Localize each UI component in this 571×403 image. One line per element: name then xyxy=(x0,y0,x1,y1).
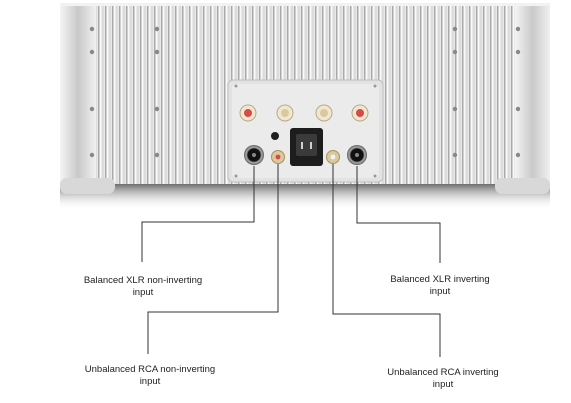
rca-connector-icon xyxy=(326,150,340,164)
callout-label-line: input xyxy=(429,286,451,297)
callout-label-line: Balanced XLR inverting xyxy=(390,274,490,285)
power-inlet-icon xyxy=(290,128,323,166)
xlr-connector-icon xyxy=(347,145,367,165)
speaker-terminal-icon xyxy=(239,104,257,122)
callout-line-xlr-inv xyxy=(356,166,441,263)
speaker-terminal-icon xyxy=(276,104,294,122)
xlr-connector-icon xyxy=(244,145,264,165)
connector-panel xyxy=(227,79,384,183)
callout-line-rca-inv xyxy=(332,164,441,357)
callout-label-line: Balanced XLR non-inverting xyxy=(83,275,203,286)
speaker-terminal-icon xyxy=(351,104,369,122)
callout-label-line: input xyxy=(432,379,454,390)
chassis-shadow xyxy=(60,184,550,210)
right-pillar xyxy=(515,6,550,188)
callout-label-line: input xyxy=(139,376,161,387)
chassis-screws xyxy=(89,26,521,158)
callout-label-xlr-noninv: Balanced XLR non-inverting input xyxy=(58,275,228,299)
left-foot xyxy=(60,178,115,194)
callout-label-line: Unbalanced RCA non-inverting xyxy=(84,364,216,375)
callout-line-rca-noninv xyxy=(147,164,279,354)
callout-line-xlr-noninv xyxy=(141,166,255,262)
right-foot xyxy=(495,178,550,194)
callout-label-rca-noninv: Unbalanced RCA non-inverting input xyxy=(50,364,250,388)
callout-label-rca-inv: Unbalanced RCA inverting input xyxy=(343,367,543,391)
speaker-terminal-icon xyxy=(315,104,333,122)
power-switch-icon xyxy=(271,132,279,140)
callout-label-xlr-inv: Balanced XLR inverting input xyxy=(355,274,525,298)
rca-connector-icon xyxy=(271,150,285,164)
callout-label-line: input xyxy=(132,287,154,298)
left-pillar xyxy=(60,6,96,188)
callout-label-line: Unbalanced RCA inverting xyxy=(387,367,499,378)
